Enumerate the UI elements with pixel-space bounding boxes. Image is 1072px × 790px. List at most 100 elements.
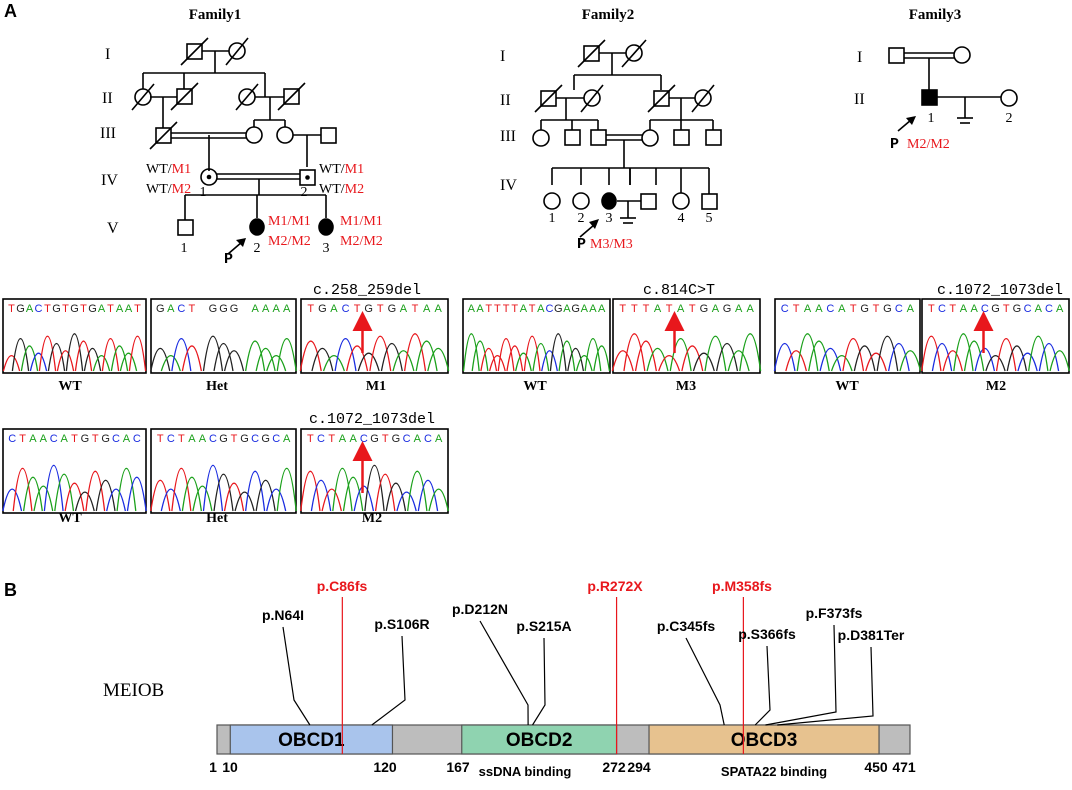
base-call: A: [125, 303, 133, 315]
base-call: A: [677, 303, 685, 315]
base-call: A: [735, 303, 743, 315]
base-call: A: [838, 303, 846, 315]
genotypes-family1: WT/M1 WT/M2 WT/M1 WT/M2 M1/M1 M2/M2 M1/M…: [146, 162, 383, 249]
base-call: A: [400, 303, 408, 315]
base-call: C: [826, 303, 834, 315]
trace-peak: [12, 468, 33, 512]
base-call: C: [272, 433, 280, 445]
base-call: G: [392, 433, 401, 445]
trace-peak: [202, 464, 224, 512]
affected-male-symbol: [921, 89, 938, 106]
trace-peak: [532, 343, 550, 372]
base-call: A: [520, 303, 528, 315]
trace-peak: [796, 333, 819, 372]
base-call: G: [219, 303, 228, 315]
base-call: G: [364, 303, 373, 315]
male-symbol: [320, 127, 337, 144]
trace-peak: [33, 485, 54, 512]
affected-female-symbol: [318, 218, 334, 236]
trace-peak: [321, 488, 342, 512]
base-call: T: [62, 303, 69, 315]
base-call: G: [370, 433, 379, 445]
trace-peak: [300, 470, 321, 512]
base-call: A: [26, 303, 34, 315]
trace-peak: [819, 347, 842, 372]
variant-line: [754, 645, 771, 726]
trace-peak: [692, 352, 715, 372]
base-call: T: [178, 433, 185, 445]
base-call: A: [188, 433, 196, 445]
base-call: A: [349, 433, 357, 445]
trace-peak: [953, 333, 974, 372]
position-tick-label: 272: [602, 759, 626, 775]
trace-peak: [1017, 352, 1038, 372]
trace-peak: [332, 468, 353, 512]
base-call: T: [643, 303, 650, 315]
position-tick-label: 471: [892, 759, 916, 775]
proband-label: P: [224, 251, 233, 268]
base-call: T: [412, 303, 419, 315]
chromatogram-label: WT: [523, 379, 547, 394]
variant-p-m358fs: p.M358fs: [712, 578, 772, 754]
male-symbol: [590, 129, 607, 146]
generation-label: I: [857, 49, 862, 66]
base-call: T: [1003, 303, 1010, 315]
individual-number: 2: [301, 185, 308, 200]
trace-peak: [567, 347, 585, 372]
trace-peak: [428, 488, 449, 512]
variant-line: [479, 620, 529, 726]
base-call: T: [928, 303, 935, 315]
base-call: C: [403, 433, 411, 445]
trace-peak: [346, 345, 369, 372]
base-call: G: [860, 303, 869, 315]
base-call: G: [700, 303, 709, 315]
trace-peak: [244, 470, 266, 512]
trace-peak: [244, 340, 266, 372]
base-call: G: [230, 303, 239, 315]
base-call: A: [330, 303, 338, 315]
variant-line: [685, 637, 725, 726]
variant-label: p.N64I: [262, 607, 304, 623]
trace-peak: [85, 470, 106, 512]
chromatogram-frame: [150, 428, 297, 514]
trace-peak: [715, 342, 739, 372]
variant-p-c86fs: p.C86fs: [317, 578, 367, 754]
base-call: C: [342, 303, 350, 315]
proband-arrow: [589, 219, 599, 229]
domain-label: OBCD3: [731, 730, 798, 751]
variant-label: p.D381Ter: [838, 627, 905, 643]
base-call: A: [960, 303, 968, 315]
trace-peak: [334, 338, 357, 372]
genotype: M1/M1: [268, 214, 311, 229]
proband-label: P: [577, 236, 586, 253]
trace-peak: [22, 476, 43, 512]
variant-p-d212n: p.D212N: [452, 601, 529, 726]
trace-peak: [681, 345, 704, 372]
trace-peak: [202, 335, 224, 372]
trace-peak: [213, 473, 234, 512]
region-label: SPATA22 binding: [721, 764, 827, 779]
trace-peak: [523, 335, 541, 372]
protein-name: MEIOB: [103, 680, 164, 701]
trace-peak: [623, 333, 646, 372]
base-call: A: [563, 303, 571, 315]
trace-peak: [2, 354, 21, 372]
trace-peak: [181, 476, 203, 512]
variant-p-s106r: p.S106R: [371, 616, 430, 726]
proband-genotype: M3/M3: [590, 237, 633, 252]
base-call: T: [307, 433, 314, 445]
variant-line: [371, 635, 406, 726]
individual-number: 4: [678, 211, 685, 226]
chromatogram-label: M1: [366, 379, 386, 394]
variant-p-d381ter: p.D381Ter: [777, 627, 905, 726]
base-call: T: [382, 433, 389, 445]
generation-label: II: [500, 92, 511, 109]
trace-peak: [1038, 343, 1060, 372]
base-call: T: [134, 303, 141, 315]
trace-peak: [739, 333, 762, 372]
base-call: A: [60, 433, 68, 445]
female-symbol: [532, 129, 550, 147]
genotype-wt: WT/: [319, 162, 345, 177]
